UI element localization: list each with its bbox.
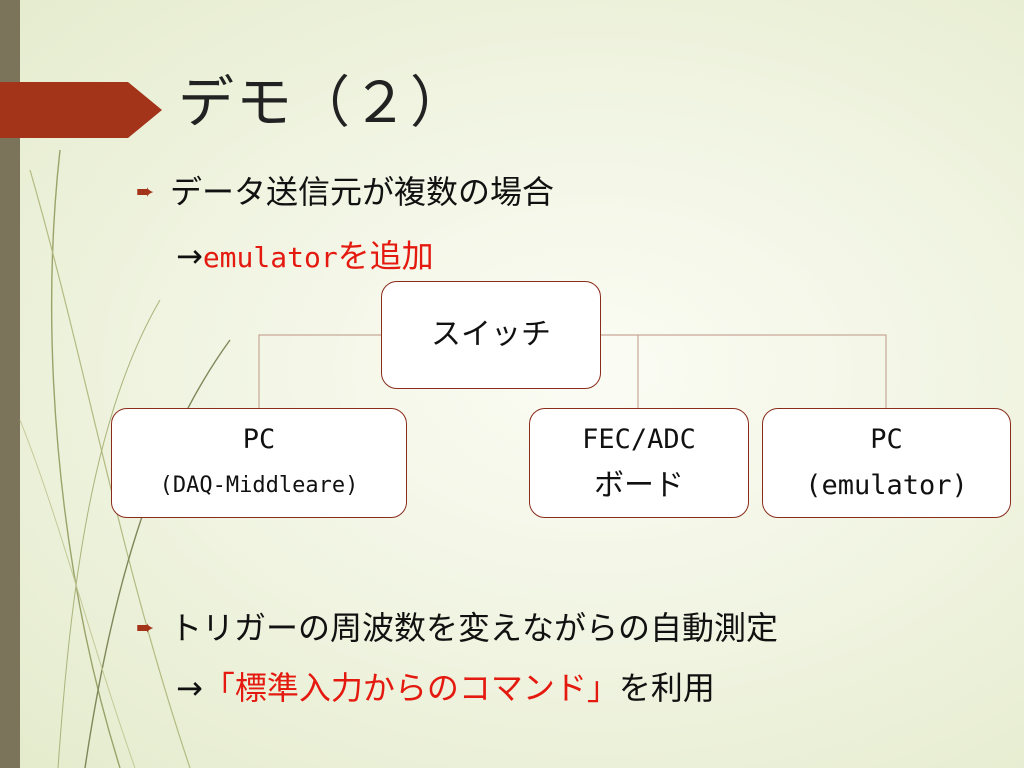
bullet-2-sub-rest: を利用	[618, 669, 715, 707]
decorative-curves	[19, 149, 231, 768]
bullet-1: ➨ データ送信元が複数の場合	[136, 170, 554, 215]
fec-adc-line1: FEC/ADC	[582, 424, 696, 455]
left-decorative-bar	[0, 0, 20, 768]
bullet-2: ➨ トリガーの周波数を変えながらの自動測定	[136, 606, 778, 651]
bullet-1-sub-highlight: を追加	[337, 237, 434, 275]
bullet-2-text: トリガーの周波数を変えながらの自動測定	[170, 609, 779, 647]
bullet-2-sub-highlight: 「標準入力からのコマンド」	[202, 669, 619, 707]
diagram-pc-daq-box: PC (DAQ-Middleare)	[111, 408, 407, 518]
bullet-2-subline: →「標準入力からのコマンド」を利用	[176, 666, 715, 710]
bullet-1-sub-emulator: emulator	[202, 241, 338, 274]
switch-label: スイッチ	[431, 317, 551, 352]
slide-title: デモ（２）	[178, 71, 468, 136]
diagram-pc-emulator-box: PC (emulator)	[762, 408, 1011, 518]
diagram-switch-box: スイッチ	[381, 281, 601, 389]
bullet-2-sub-arrow: →	[176, 669, 203, 707]
bullet-1-subline: →emulatorを追加	[176, 234, 434, 280]
pc-daq-line2: (DAQ-Middleare)	[159, 473, 359, 498]
diagram-fec-adc-box: FEC/ADC ボード	[529, 408, 749, 518]
pc-daq-line1: PC	[242, 424, 276, 455]
bullet-1-text: データ送信元が複数の場合	[170, 173, 555, 211]
pc-emulator-line1: PC	[870, 424, 903, 455]
bullet-arrow-icon: ➨	[136, 180, 155, 205]
pc-emulator-line2: (emulator)	[805, 470, 968, 501]
bullet-arrow-icon: ➨	[136, 616, 155, 641]
title-arrow-shape	[0, 82, 162, 138]
bullet-1-sub-arrow: →	[176, 237, 203, 275]
fec-adc-line2: ボード	[594, 468, 684, 503]
